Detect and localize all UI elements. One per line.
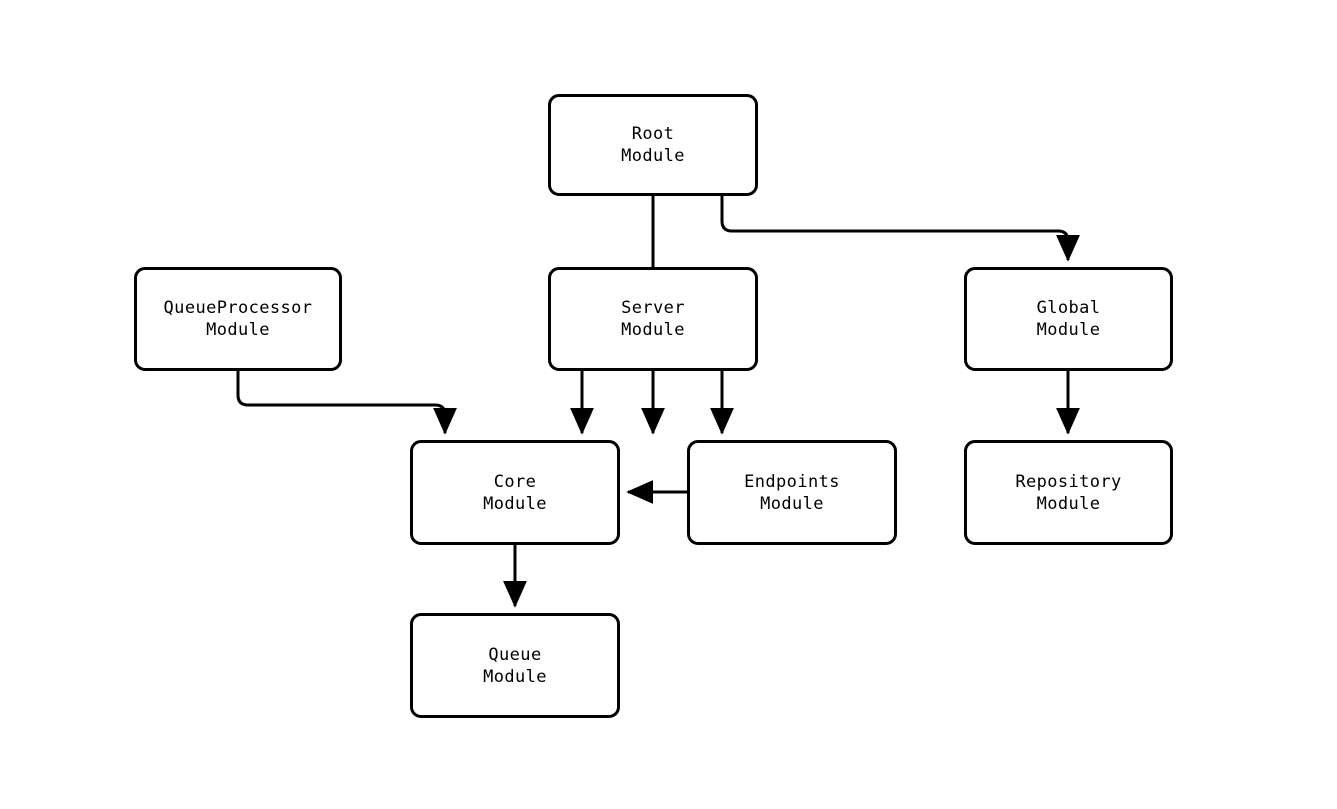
- node-queueprocessor[interactable]: QueueProcessor Module: [134, 267, 342, 371]
- node-server-title: Server: [621, 298, 685, 318]
- node-queue-title: Queue: [488, 644, 542, 665]
- node-endpoints[interactable]: Endpoints Module: [687, 440, 897, 545]
- node-queue-subtitle: Module: [483, 666, 547, 687]
- node-core-subtitle: Module: [483, 493, 547, 514]
- node-core[interactable]: Core Module: [410, 440, 620, 545]
- node-endpoints-title: Endpoints: [744, 471, 840, 492]
- node-server[interactable]: Server Module: [548, 267, 758, 371]
- node-root[interactable]: Root Module: [548, 94, 758, 196]
- node-server-subtitle: Module: [621, 320, 685, 340]
- node-global[interactable]: Global Module: [964, 267, 1173, 371]
- node-queueprocessor-title: QueueProcessor: [163, 298, 313, 318]
- node-repository-title: Repository: [1015, 471, 1122, 492]
- node-repository[interactable]: Repository Module: [964, 440, 1173, 545]
- node-queue[interactable]: Queue Module: [410, 613, 620, 718]
- edge-queueprocessor-to-core: [236, 371, 457, 435]
- node-global-title: Global: [1036, 298, 1101, 318]
- node-repository-subtitle: Module: [1036, 493, 1101, 514]
- node-root-title: Root: [631, 124, 675, 144]
- node-global-subtitle: Module: [1036, 320, 1101, 340]
- node-endpoints-subtitle: Module: [760, 493, 824, 514]
- node-queueprocessor-subtitle: Module: [206, 320, 270, 340]
- edge-root-to-global: [720, 196, 1080, 262]
- node-root-subtitle: Module: [621, 146, 685, 166]
- node-core-title: Core: [493, 471, 537, 492]
